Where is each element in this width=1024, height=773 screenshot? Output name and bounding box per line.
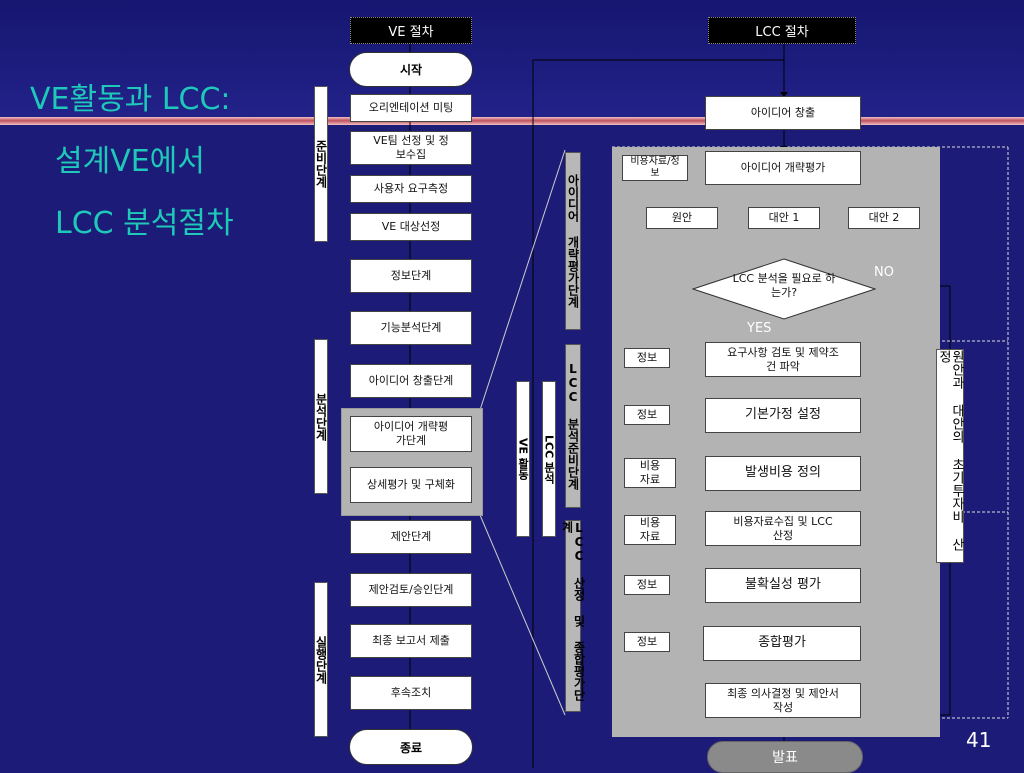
lcc-overall-eval: 종합평가 bbox=[703, 626, 861, 661]
lcc-uncertainty: 불확실성 평가 bbox=[705, 568, 861, 603]
title-line-1: VE활동과 LCC: bbox=[30, 82, 231, 117]
lcc-idea-creation: 아이디어 창출 bbox=[705, 96, 861, 130]
end-terminal: 종료 bbox=[349, 729, 473, 765]
lcc-final-decision: 최종 의사결정 및 제안서 작성 bbox=[705, 683, 861, 718]
cost-info-note: 비용자료/정보 bbox=[622, 155, 688, 181]
decision-text: LCC 분석을 필요로 하는가? bbox=[732, 272, 836, 300]
header-divider-band bbox=[0, 117, 1024, 125]
lcc-idea-eval: 아이디어 개략평가 bbox=[705, 151, 861, 185]
lcc-phase-calc: LCC 산정 및 종합평가단계 bbox=[560, 520, 586, 712]
ve-step-detail-eval: 상세평가 및 구체화 bbox=[350, 467, 472, 503]
lcc-cost-definition: 발생비용 정의 bbox=[705, 456, 861, 491]
cost-data-note-2: 비용자료 bbox=[624, 515, 676, 545]
alt-2: 대안 2 bbox=[848, 207, 920, 229]
alt-1: 대안 1 bbox=[748, 207, 820, 229]
ve-step-function: 기능분석단계 bbox=[350, 311, 472, 345]
start-terminal: 시작 bbox=[349, 52, 473, 87]
phase-prep-label: 준비단계 bbox=[314, 86, 328, 242]
ve-header: VE 절차 bbox=[350, 17, 472, 44]
page-number: 41 bbox=[966, 728, 992, 752]
ve-step-requirements: 사용자 요구측정 bbox=[350, 175, 472, 203]
info-note-1: 정보 bbox=[624, 348, 670, 368]
title-line-3: LCC 분석절차 bbox=[55, 206, 234, 241]
ve-step-idea-creation: 아이디어 창출단계 bbox=[350, 364, 472, 398]
ve-step-target: VE 대상선정 bbox=[350, 213, 472, 241]
ve-step-idea-eval: 아이디어 개략평가단계 bbox=[350, 416, 472, 452]
phase-analysis-label: 분석단계 bbox=[314, 339, 328, 494]
yes-label: YES bbox=[747, 321, 772, 336]
alt-original: 원안 bbox=[646, 207, 718, 229]
ve-step-final-report: 최종 보고서 제출 bbox=[350, 624, 472, 658]
title-line-2: 설계VE에서 bbox=[55, 144, 205, 179]
ve-step-info: 정보단계 bbox=[350, 259, 472, 293]
present-terminal: 발표 bbox=[707, 741, 863, 773]
lcc-header: LCC 절차 bbox=[708, 17, 856, 44]
ve-step-orientation: 오리엔테이션 미팅 bbox=[350, 94, 472, 122]
ve-step-proposal: 제안단계 bbox=[350, 520, 472, 554]
info-note-3: 정보 bbox=[624, 575, 670, 595]
lcc-analysis-bar: LCC 분석 bbox=[542, 381, 556, 537]
lcc-phase-prep: LCC 분석준비단계 bbox=[565, 344, 581, 508]
lcc-cost-collect: 비용자료수집 및 LCC 산정 bbox=[705, 511, 861, 546]
lcc-req-review: 요구사항 검토 및 제약조건 파악 bbox=[705, 342, 861, 377]
lcc-basic-assumption: 기본가정 설정 bbox=[705, 398, 861, 433]
lcc-decision-diamond bbox=[692, 258, 876, 320]
ve-step-team: VE팀 선정 및 정보수집 bbox=[350, 131, 472, 165]
phase-exec-label: 실행단계 bbox=[314, 582, 328, 737]
info-note-2: 정보 bbox=[624, 405, 670, 425]
info-note-4: 정보 bbox=[624, 632, 670, 652]
no-label: NO bbox=[874, 265, 894, 280]
lcc-phase-idea-eval: 아이디어 개략평가단계 bbox=[565, 152, 581, 330]
cost-data-note-1: 비용자료 bbox=[624, 458, 676, 488]
initial-cost-side-box: 원안과 대안의 초기투자비 산정 bbox=[936, 349, 964, 563]
ve-step-followup: 후속조치 bbox=[350, 676, 472, 710]
ve-step-approval: 제안검토/승인단계 bbox=[350, 573, 472, 607]
ve-activity-bar: VE 활동 bbox=[516, 381, 530, 537]
